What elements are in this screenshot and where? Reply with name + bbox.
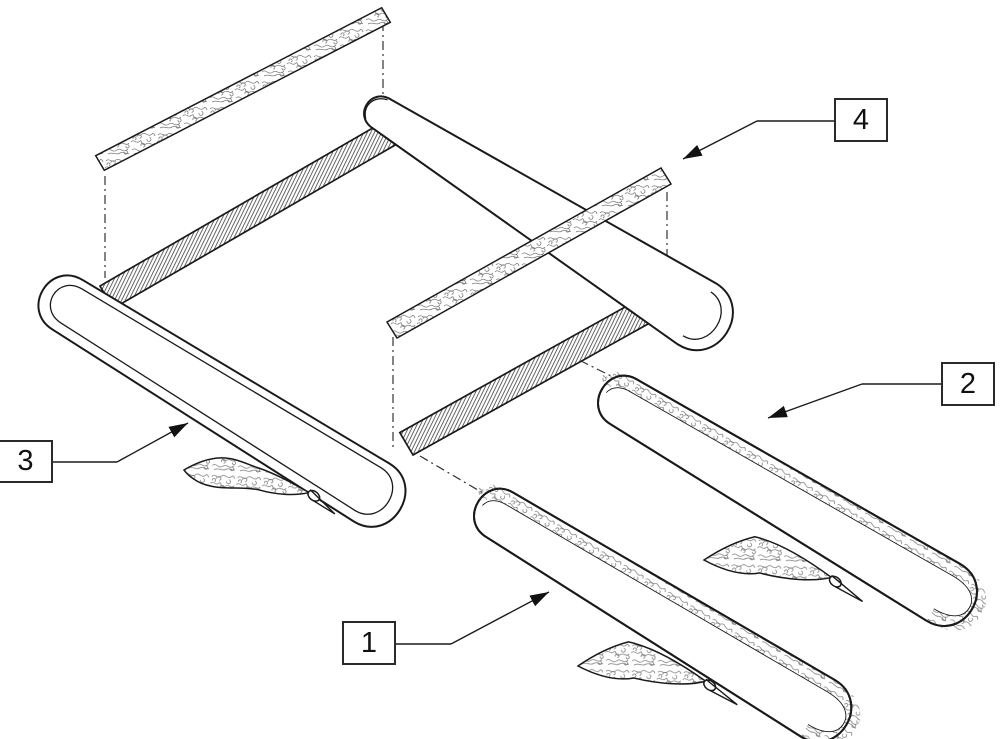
strap-item-1 xyxy=(576,641,738,706)
leader-4-arrow xyxy=(682,120,758,160)
leader-3-arrow xyxy=(116,422,189,463)
strap-needle-tip xyxy=(831,574,864,603)
callout-box-4: 4 xyxy=(834,98,888,142)
strap-needle-tip xyxy=(705,678,738,706)
leader-1-arrow xyxy=(450,591,550,645)
callout-leaders xyxy=(53,120,941,645)
strap-tube-item-2 xyxy=(597,371,986,631)
strap-item-2 xyxy=(702,535,864,603)
callout-box-2: 2 xyxy=(941,362,995,406)
strap-needle-tip xyxy=(309,489,336,515)
velcro-strip-upper xyxy=(94,6,392,172)
strap-grommet xyxy=(828,575,842,588)
projection-centerlines xyxy=(104,22,668,494)
leader-2-arrow xyxy=(767,383,863,419)
strap-grommet xyxy=(307,489,321,502)
rail-sleeve-front xyxy=(37,274,407,528)
callout-box-3: 3 xyxy=(0,440,53,483)
callout-box-1: 1 xyxy=(342,621,396,665)
sleeve-strap-front xyxy=(182,457,336,515)
rail-sleeve-rear xyxy=(363,95,734,352)
strap-grommet xyxy=(703,679,717,692)
velcro-strip-lower xyxy=(385,166,673,340)
